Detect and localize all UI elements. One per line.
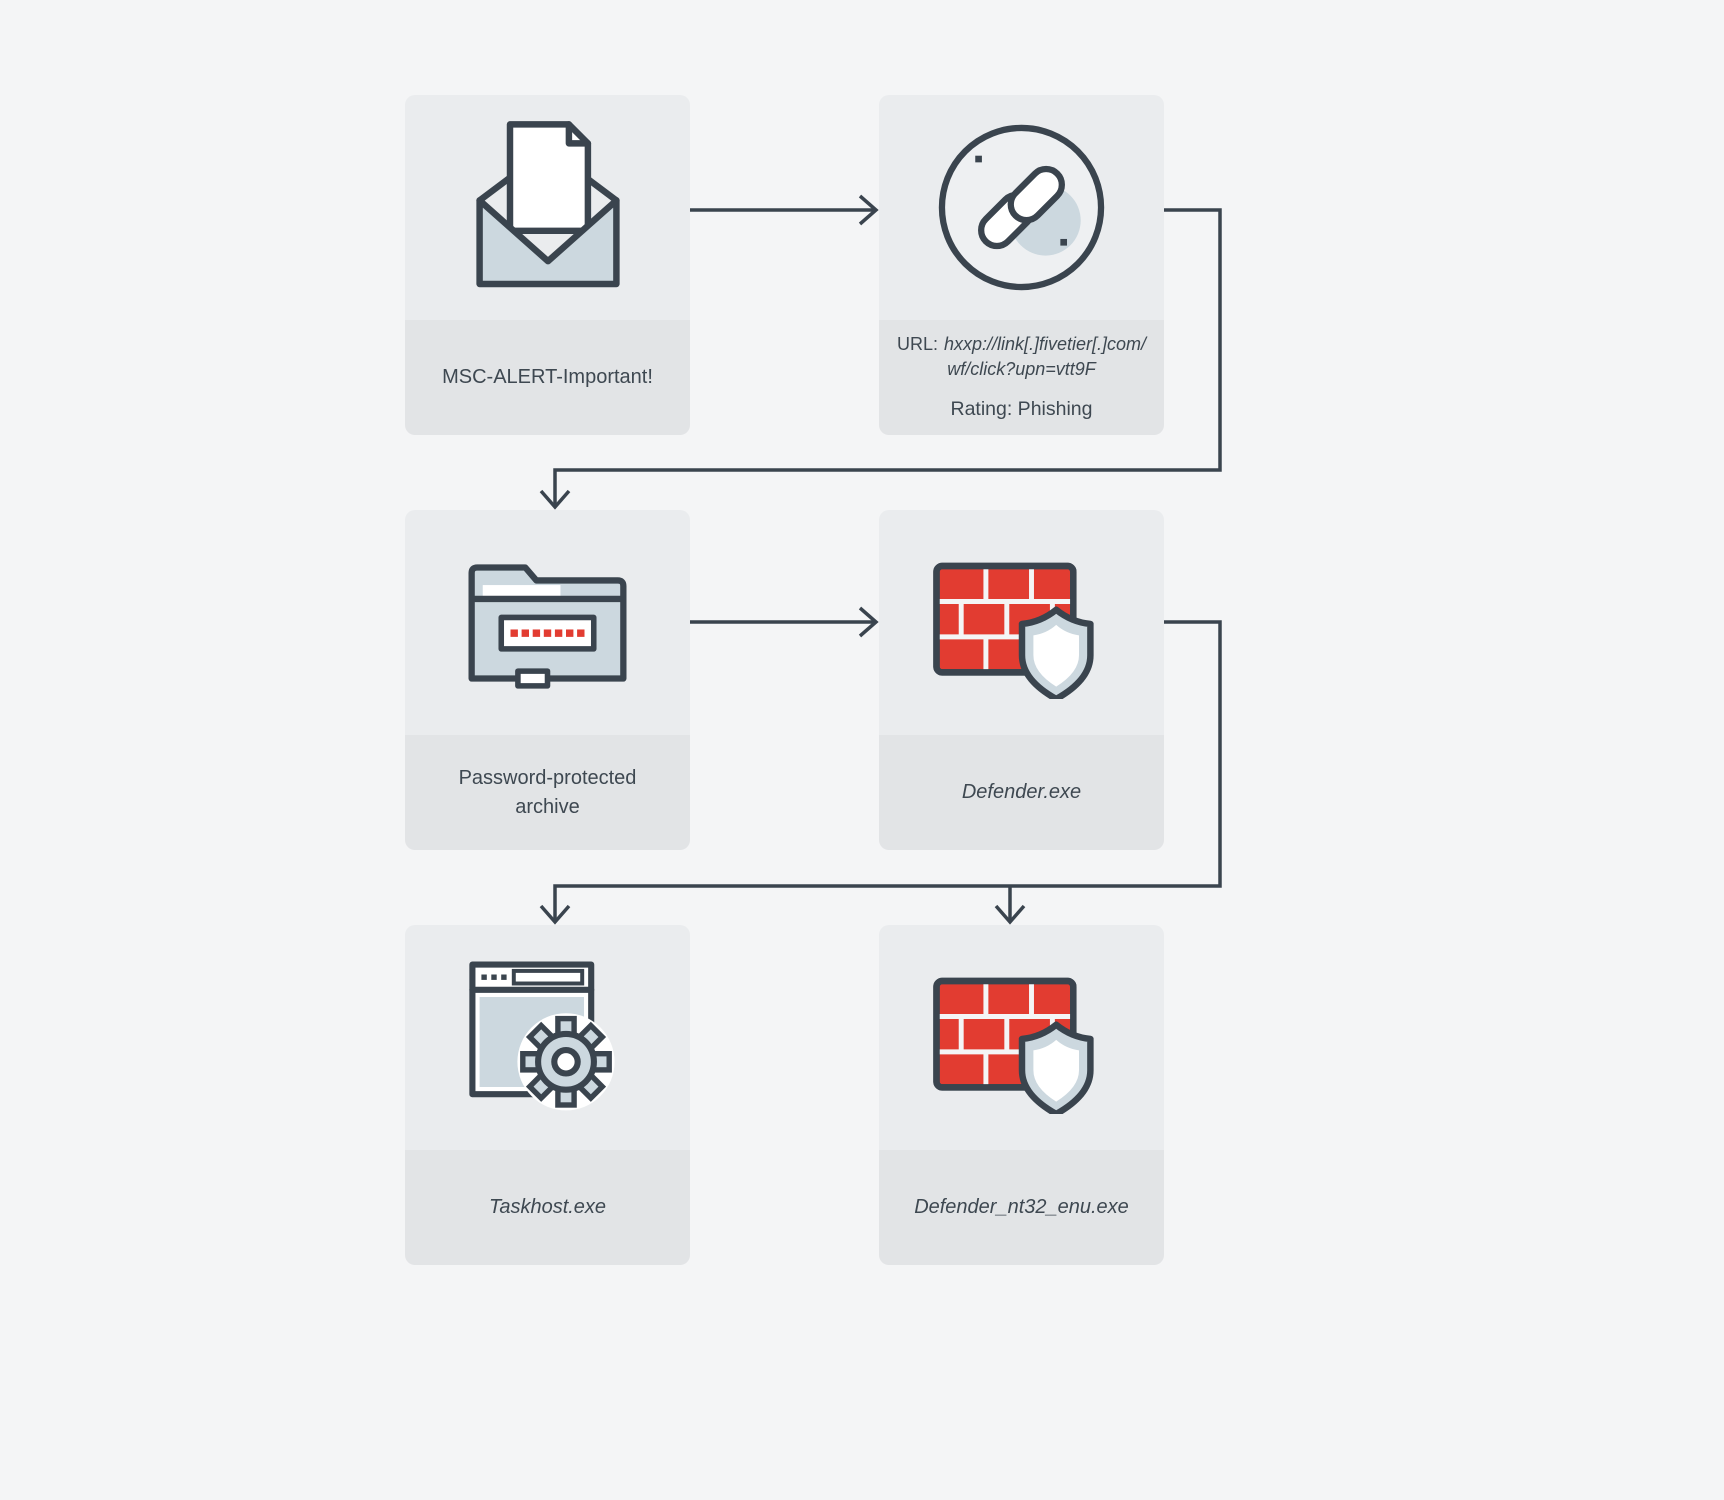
window-dots xyxy=(480,974,507,980)
defender-nt32-icon-area xyxy=(879,925,1164,1150)
archive-label-line2: archive xyxy=(515,795,580,818)
email-subject: MSC-ALERT-Important! xyxy=(442,366,653,389)
archive-label-line1: Password-protected xyxy=(458,767,637,790)
node-taskhost: Taskhost.exe xyxy=(405,925,690,1265)
url-text: URL:hxxp://link[.]fivetier[.]com/ wf/cli… xyxy=(897,332,1146,383)
node-defender: Defender.exe xyxy=(879,510,1164,850)
url-line1: hxxp://link[.]fivetier[.]com/ xyxy=(943,333,1147,354)
password-dots xyxy=(510,628,585,637)
email-label: MSC-ALERT-Important! xyxy=(405,320,690,435)
node-email: MSC-ALERT-Important! xyxy=(405,95,690,435)
node-archive: Password-protected archive xyxy=(405,510,690,850)
url-line2: wf/click?upn=vtt9F xyxy=(947,359,1096,380)
link-icon-area xyxy=(879,95,1164,320)
url-prefix: URL: xyxy=(896,333,938,354)
defender-nt32-filename: Defender_nt32_enu.exe xyxy=(914,1196,1129,1219)
firewall-shield-icon xyxy=(932,977,1094,1114)
taskhost-label: Taskhost.exe xyxy=(405,1150,690,1265)
archive-icon-area xyxy=(405,510,690,735)
taskhost-icon-area xyxy=(405,925,690,1150)
url-rating: Rating: Phishing xyxy=(950,397,1093,420)
taskhost-filename: Taskhost.exe xyxy=(488,1196,607,1219)
node-link: URL:hxxp://link[.]fivetier[.]com/ wf/cli… xyxy=(879,95,1164,435)
defender-label: Defender.exe xyxy=(879,735,1164,850)
email-icon-area xyxy=(405,95,690,320)
firewall-shield-icon xyxy=(932,562,1094,699)
password-folder-icon xyxy=(468,563,627,689)
open-envelope-letter-icon xyxy=(475,120,620,287)
app-window-gear-icon xyxy=(468,961,615,1111)
archive-label: Password-protected archive xyxy=(405,735,690,850)
link-label: URL:hxxp://link[.]fivetier[.]com/ wf/cli… xyxy=(879,320,1164,435)
defender-icon-area xyxy=(879,510,1164,735)
defender-nt32-label: Defender_nt32_enu.exe xyxy=(879,1150,1164,1265)
defender-filename: Defender.exe xyxy=(961,781,1082,804)
node-defender-nt32: Defender_nt32_enu.exe xyxy=(879,925,1164,1265)
chain-link-circle-icon xyxy=(938,124,1105,291)
